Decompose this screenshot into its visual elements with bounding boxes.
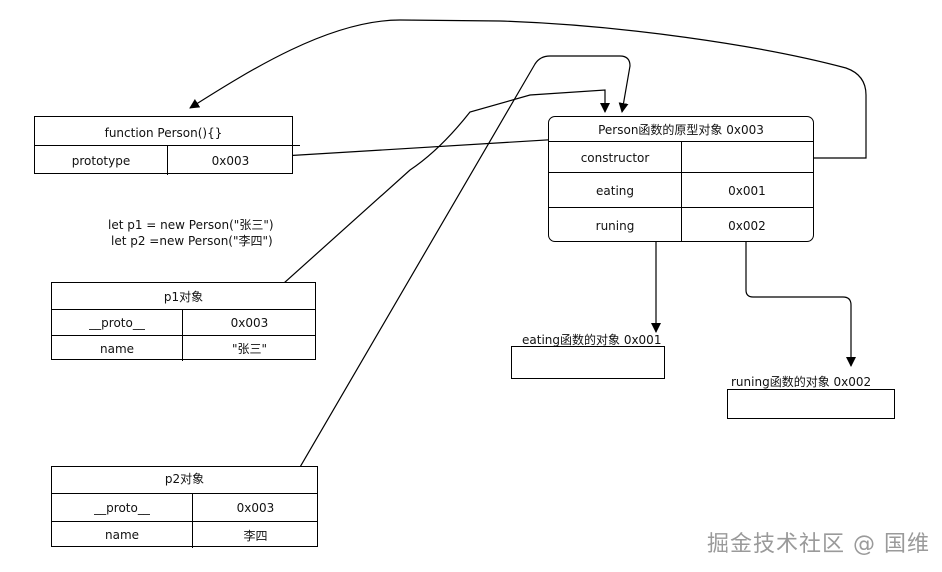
eating-value: 0x001 bbox=[728, 183, 766, 198]
person-prototype-box: Person函数的原型对象 0x003 constructor eating 0… bbox=[548, 116, 814, 242]
p2-title: p2对象 bbox=[164, 472, 205, 486]
prototype-key: prototype bbox=[71, 153, 131, 168]
person-function-title: function Person(){} bbox=[104, 126, 223, 140]
p2-name-value: 李四 bbox=[243, 528, 268, 543]
p1-name-key: name bbox=[99, 341, 135, 356]
p1-object-box: p1对象 __proto__ 0x003 name "张三" bbox=[51, 282, 316, 361]
person-function-box: function Person(){} prototype 0x003 bbox=[34, 116, 300, 175]
p2-row-name: name 李四 bbox=[52, 521, 317, 548]
code-line-1: let p1 = new Person("张三") bbox=[108, 218, 274, 232]
p1-name-value: "张三" bbox=[231, 342, 268, 356]
runing-key: runing bbox=[595, 218, 635, 233]
column-divider bbox=[182, 336, 183, 361]
column-divider bbox=[167, 146, 168, 175]
p1-row-name: name "张三" bbox=[52, 335, 315, 361]
arrow-p1-proto-to-proto-object bbox=[244, 89, 610, 319]
prototype-row-constructor: constructor bbox=[549, 141, 813, 173]
arrow-p2-proto-to-proto-object bbox=[274, 55, 631, 511]
eating-key: eating bbox=[596, 183, 634, 198]
eating-function-label: eating函数的对象 0x001 bbox=[522, 333, 662, 347]
column-divider bbox=[681, 141, 682, 241]
column-divider bbox=[182, 310, 183, 336]
p2-proto-value: 0x003 bbox=[236, 501, 275, 515]
p1-row-proto: __proto__ 0x003 bbox=[52, 309, 315, 336]
p1-title: p1对象 bbox=[163, 290, 204, 304]
arrow-constructor-to-person-function bbox=[189, 19, 867, 159]
p2-name-key: name bbox=[104, 528, 140, 542]
arrow-runing-to-runing-function bbox=[745, 238, 856, 367]
column-divider bbox=[192, 522, 193, 548]
p2-proto-key: __proto__ bbox=[94, 501, 150, 515]
constructor-value bbox=[681, 142, 813, 173]
prototype-row-runing: runing 0x002 bbox=[549, 207, 813, 243]
runing-function-label: runing函数的对象 0x002 bbox=[731, 375, 872, 389]
person-prototype-title: Person函数的原型对象 0x003 bbox=[598, 123, 764, 137]
eating-function-box bbox=[511, 346, 665, 379]
p2-object-box: p2对象 __proto__ 0x003 name 李四 bbox=[51, 466, 318, 548]
code-line-2: let p2 =new Person("李四") bbox=[111, 234, 273, 248]
prototype-row-eating: eating 0x001 bbox=[549, 172, 813, 208]
person-function-row-prototype: prototype 0x003 bbox=[35, 145, 300, 175]
p2-row-proto: __proto__ 0x003 bbox=[52, 493, 317, 522]
runing-value: 0x002 bbox=[728, 218, 766, 233]
watermark-text: 掘金技术社区 @ 国维 bbox=[707, 532, 930, 557]
runing-function-box bbox=[727, 389, 895, 419]
p1-proto-value: 0x003 bbox=[230, 316, 269, 330]
column-divider bbox=[192, 494, 193, 522]
constructor-key: constructor bbox=[580, 150, 650, 165]
p1-proto-key: __proto__ bbox=[89, 316, 145, 330]
prototype-value: 0x003 bbox=[211, 153, 250, 168]
